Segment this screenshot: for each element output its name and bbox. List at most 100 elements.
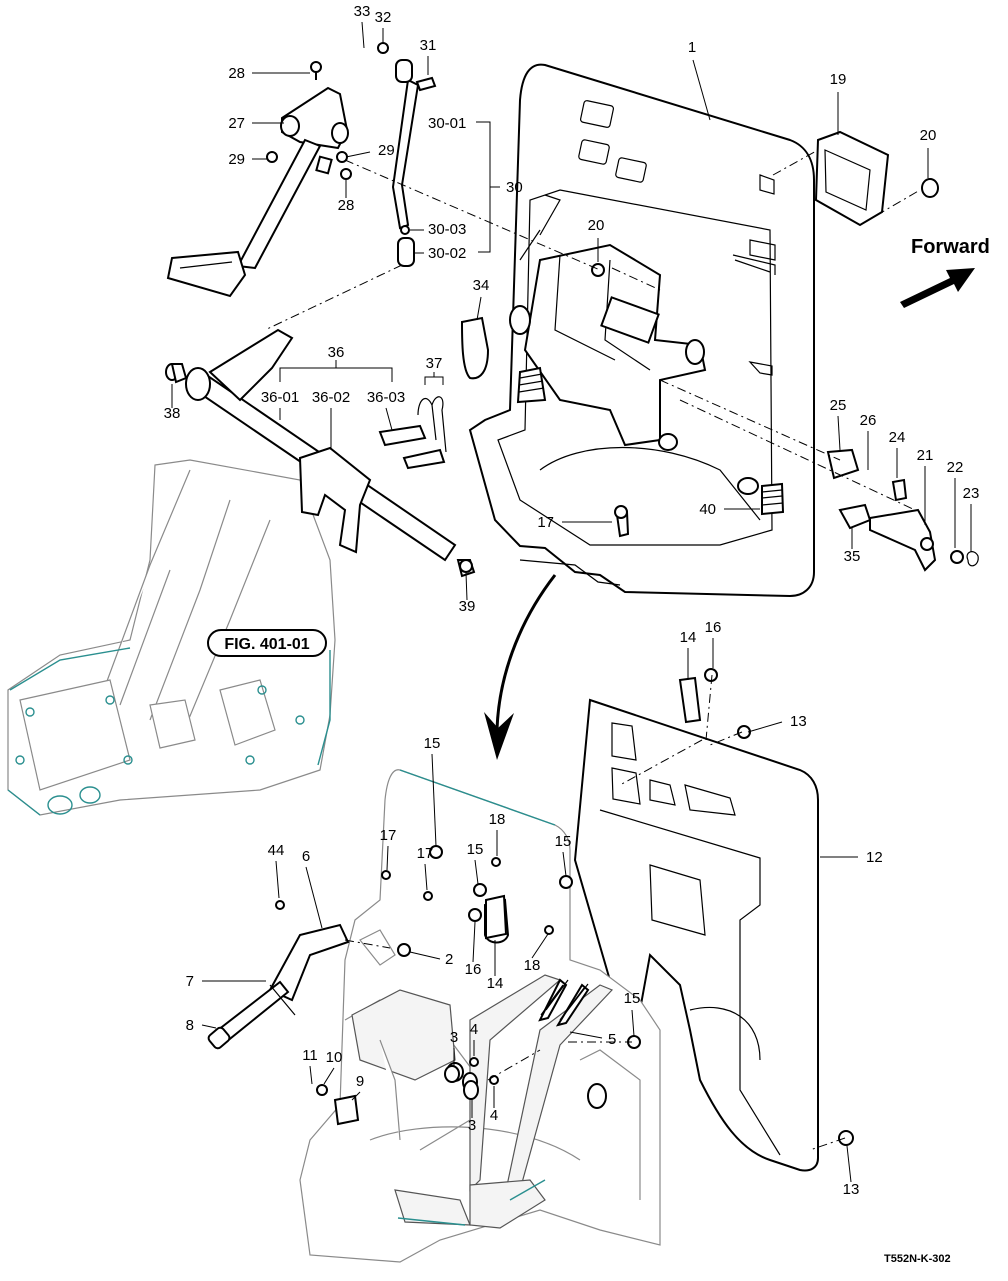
callout-c33: 33 — [354, 3, 371, 20]
callout-c3a: 3 — [450, 1029, 458, 1046]
assembly-arrow-head — [484, 712, 514, 760]
callout-leader-c33 — [361, 21, 365, 49]
assembly-arrow — [495, 574, 557, 746]
callout-c15c: 15 — [555, 833, 572, 850]
callout-c4a: 4 — [470, 1021, 478, 1038]
callout-c44: 44 — [268, 842, 285, 859]
callout-c9: 9 — [356, 1073, 364, 1090]
callout-c3b: 3 — [468, 1117, 476, 1134]
callout-c25: 25 — [830, 397, 847, 414]
callout-c2: 2 — [445, 951, 453, 968]
callout-c17b: 17 — [380, 827, 397, 844]
callout-c4b: 4 — [490, 1107, 498, 1124]
callout-c29a: 29 — [228, 151, 245, 168]
callout-leader-c17b — [386, 845, 389, 871]
callout-c13b: 13 — [843, 1181, 860, 1198]
callout-leader-c15a — [431, 753, 437, 847]
callout-c6: 6 — [302, 848, 310, 865]
callout-leader-c15c — [562, 851, 567, 877]
callout-c35: 35 — [844, 548, 861, 565]
callout-c39: 39 — [459, 598, 476, 615]
callout-leader-c39 — [465, 572, 468, 601]
park-lever-drawing — [207, 923, 350, 1050]
callout-leader-c15b — [474, 859, 479, 885]
callout-c7: 7 — [186, 973, 194, 990]
callout-leader-c17c — [424, 863, 428, 891]
transmission-housing-drawing — [7, 459, 336, 816]
callout-c28a: 28 — [228, 65, 245, 82]
callout-leader-c36_03 — [385, 407, 393, 431]
callout-c10: 10 — [326, 1049, 343, 1066]
callout-c18a: 18 — [489, 811, 506, 828]
callout-c36_01: 36-01 — [261, 389, 299, 406]
callout-leader-c13a — [747, 721, 783, 733]
callout-leader-c8 — [201, 1024, 217, 1029]
callout-c15d: 15 — [624, 990, 641, 1007]
bracket-30 — [478, 121, 500, 253]
callout-c20b: 20 — [588, 217, 605, 234]
callout-c19: 19 — [830, 71, 847, 88]
callout-c5: 5 — [608, 1031, 616, 1048]
callout-c23: 23 — [963, 485, 980, 502]
drawing-code: T552N-K-302 — [884, 1253, 951, 1265]
callout-c28b: 28 — [338, 197, 355, 214]
callout-c16a: 16 — [705, 619, 722, 636]
callout-leader-c13b — [846, 1145, 852, 1183]
brake-pedal-drawing — [166, 86, 349, 298]
forward-arrow-icon — [900, 268, 975, 308]
callout-leader-c6 — [305, 866, 323, 929]
callout-leader-c34 — [476, 296, 482, 321]
assembly-lines — [264, 149, 921, 1151]
callout-leader-c25 — [837, 415, 841, 451]
callout-c12: 12 — [866, 849, 883, 866]
callout-c40: 40 — [699, 501, 716, 518]
callout-c17a: 17 — [537, 514, 554, 531]
callout-c22: 22 — [947, 459, 964, 476]
callout-c20a: 20 — [920, 127, 937, 144]
callout-c8: 8 — [186, 1017, 194, 1034]
callout-c32: 32 — [375, 9, 392, 26]
callout-leader-c10 — [323, 1067, 335, 1085]
callout-leader-c2 — [409, 951, 441, 960]
callout-c27: 27 — [228, 115, 245, 132]
callout-leader-c16b — [472, 921, 476, 963]
callout-c26: 26 — [860, 412, 877, 429]
callout-c31: 31 — [420, 37, 437, 54]
callout-c30: 30 — [506, 179, 523, 196]
forward-label: Forward — [911, 236, 990, 258]
callout-c11: 11 — [302, 1047, 318, 1064]
callout-c30_03: 30-03 — [428, 221, 466, 238]
callout-c21: 21 — [917, 447, 934, 464]
hardware-icons — [266, 42, 854, 1146]
figure-ref-box — [207, 629, 327, 657]
lower-plate-drawing — [573, 698, 819, 1172]
callout-leader-c18b — [531, 933, 549, 959]
callout-c38: 38 — [164, 405, 181, 422]
callout-leader-c11 — [309, 1065, 313, 1085]
callout-leader-c15d — [631, 1009, 635, 1037]
callout-leader-c1 — [692, 59, 711, 121]
callout-c24: 24 — [889, 429, 906, 446]
figure-ref-label: FIG. 401-01 — [224, 636, 309, 653]
bracket-37 — [424, 376, 444, 385]
callout-c30_01: 30-01 — [428, 115, 466, 132]
callout-leader-c9 — [351, 1091, 361, 1101]
callout-c1: 1 — [688, 39, 696, 56]
callout-c18b: 18 — [524, 957, 541, 974]
cross-shaft-drawing — [165, 328, 476, 578]
callout-c17c: 17 — [417, 845, 434, 862]
callout-leader-c5 — [569, 1031, 603, 1039]
callout-c37: 37 — [426, 355, 443, 372]
callout-c14a: 14 — [680, 629, 697, 646]
callout-c36: 36 — [328, 344, 345, 361]
callout-c36_03: 36-03 — [367, 389, 405, 406]
callout-c13a: 13 — [790, 713, 807, 730]
callout-c15a: 15 — [424, 735, 441, 752]
lower-assembly-drawing — [299, 769, 661, 1263]
callout-c36_02: 36-02 — [312, 389, 350, 406]
callout-leader-c29b — [345, 151, 371, 158]
callout-c16b: 16 — [465, 961, 482, 978]
callout-leader-c44 — [275, 860, 280, 899]
callout-c15b: 15 — [467, 841, 484, 858]
